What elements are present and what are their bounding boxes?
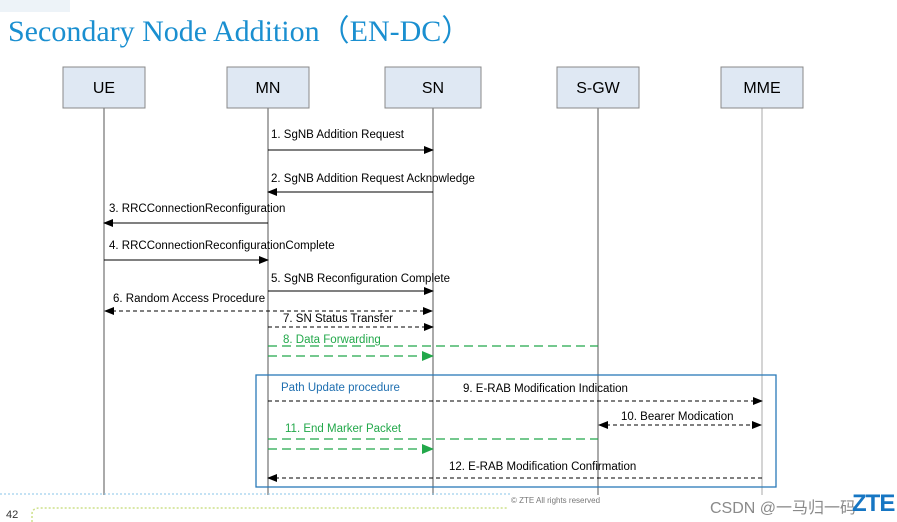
messages: 1. SgNB Addition Request 2. SgNB Additio… [103,129,763,482]
msg-1-label: 1. SgNB Addition Request [271,129,405,141]
copyright-text: © ZTE All rights reserved [511,496,601,505]
page-number: 42 [6,509,19,521]
zte-logo: ZTE [852,490,895,517]
csdn-watermark: CSDN @一马归一码 [710,500,857,517]
msg-2-label: 2. SgNB Addition Request Acknowledge [271,173,475,185]
node-ue-label: UE [93,80,115,97]
path-update-label: Path Update procedure [281,382,400,394]
node-sn-label: SN [422,80,444,97]
msg-7-label: 7. SN Status Transfer [283,313,393,325]
footer-frame [31,507,508,522]
node-mn-label: MN [256,80,281,97]
msg-4-label: 4. RRCConnectionReconfigurationComplete [109,240,335,252]
lifelines [103,108,763,495]
node-mn [226,66,310,109]
node-sgw [556,66,640,109]
msg-6-label: 6. Random Access Procedure [113,293,265,305]
node-boxes: UE MN SN S-GW MME [62,66,804,109]
path-update-box [255,374,777,488]
corner-watermark [0,0,70,12]
node-mme-label: MME [743,80,780,97]
node-mme [720,66,804,109]
msg-9-label: 9. E-RAB Modification Indication [463,383,628,395]
page-title: Secondary Node Addition（EN-DC） [8,15,472,48]
node-sgw-label: S-GW [576,80,620,97]
msg-8-label: 8. Data Forwarding [283,334,381,346]
msg-5-label: 5. SgNB Reconfiguration Complete [271,273,450,285]
node-sn [384,66,482,109]
msg-10-label: 10. Bearer Modication [621,411,734,423]
msg-12-label: 12. E-RAB Modification Confirmation [449,461,636,473]
msg-11-label: 11. End Marker Packet [285,423,402,435]
node-ue [62,66,146,109]
msg-3-label: 3. RRCConnectionReconfiguration [109,203,285,215]
